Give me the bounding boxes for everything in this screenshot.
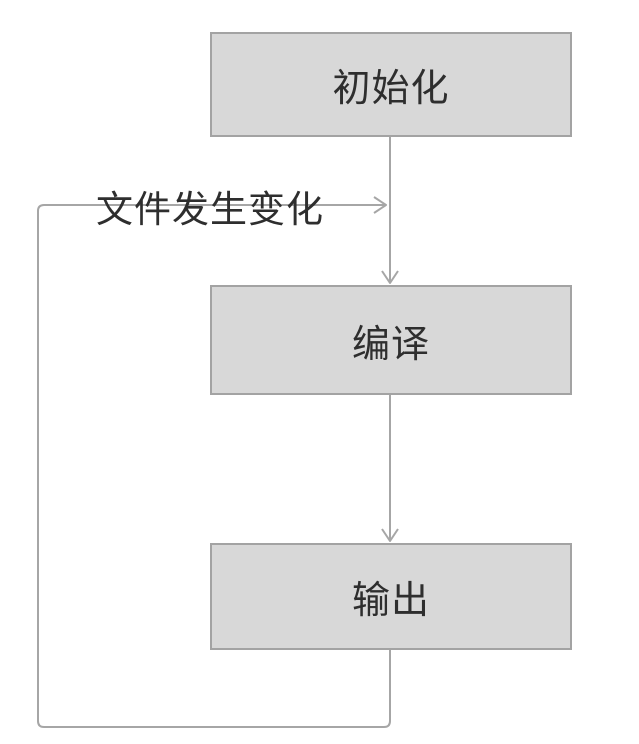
edge-output-loopback	[37, 204, 391, 728]
node-compile-label: 编译	[351, 323, 430, 366]
node-compile: 编译	[210, 285, 572, 395]
arrowhead-right-icon	[373, 196, 387, 214]
edge-label-file-changed: 文件发生变化	[96, 189, 324, 230]
node-init-label: 初始化	[332, 68, 450, 110]
node-init: 初始化	[210, 32, 572, 137]
arrowhead-down-icon	[381, 528, 399, 542]
node-output-label: 输出	[351, 580, 430, 622]
arrowhead-down-icon	[381, 270, 399, 284]
node-output: 输出	[210, 543, 572, 650]
